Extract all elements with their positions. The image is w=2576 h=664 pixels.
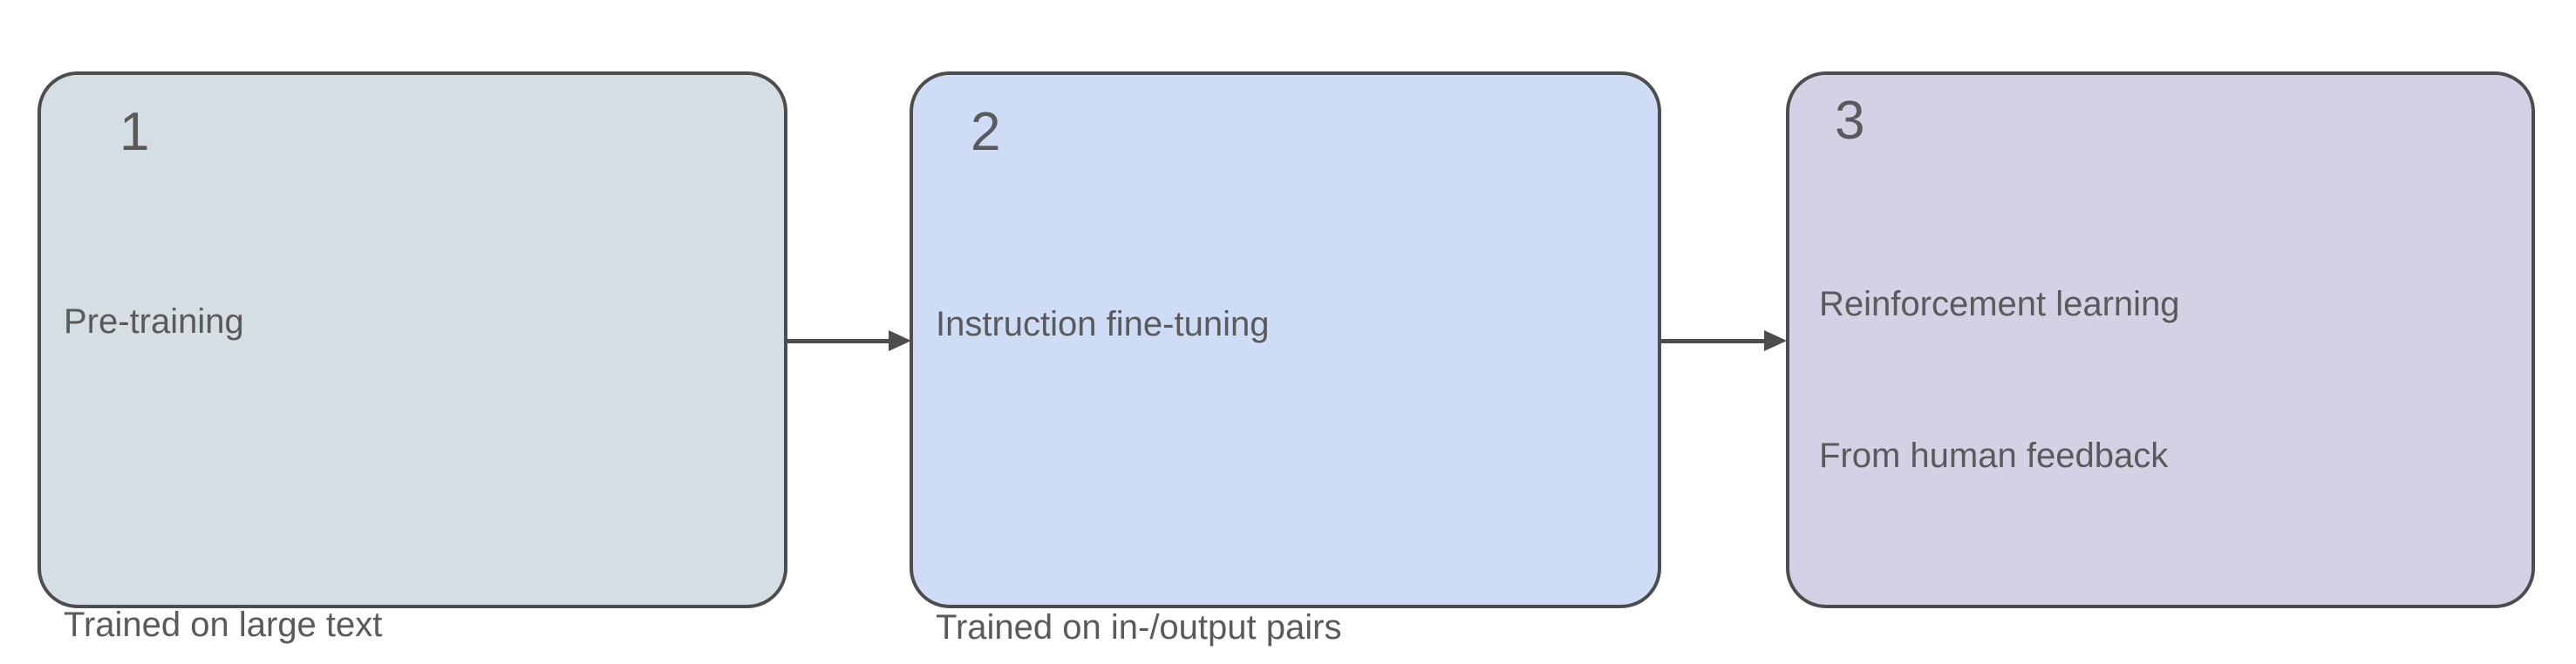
stage-heading-1: Pre-training [64,302,244,341]
arrow-head-icon [1764,330,1787,351]
stage-detail-line: Trained on large text [64,606,383,644]
stage-box-2[interactable]: 2 Instruction fine-tuning Trained on in-… [910,71,1661,647]
spacer-line [1819,582,2215,633]
stage-body-1: Pre-training Trained on large text corpo… [64,195,477,664]
stage-number-1: 1 [119,102,150,162]
spacer-line [64,448,477,498]
arrow-shaft [1661,339,1766,343]
stage-detail-line: Trained on in-/output pairs [936,608,1342,647]
stage-number-2: 2 [971,102,1001,162]
stage-box-1[interactable]: 1 Pre-training Trained on large text cor… [37,71,787,644]
stage-heading-3: Reinforcement learning [1819,285,2180,323]
stage-body-2: Instruction fine-tuning Trained on in-/o… [936,198,1349,664]
arrow-stage2-to-stage3 [1661,330,1788,351]
stage-heading-3-line2: From human feedback [1819,437,2169,475]
spacer-line [936,451,1349,501]
stage-body-3: Reinforcement learning From human feedba… [1819,178,2215,664]
arrow-stage1-to-stage2 [787,330,911,351]
arrow-head-icon [889,330,911,351]
arrow-shaft [787,339,890,343]
stage-number-3: 3 [1835,91,1865,151]
stage-box-3[interactable]: 3 Reinforcement learning From human feed… [1786,71,2535,608]
stage-heading-2: Instruction fine-tuning [936,305,1270,343]
